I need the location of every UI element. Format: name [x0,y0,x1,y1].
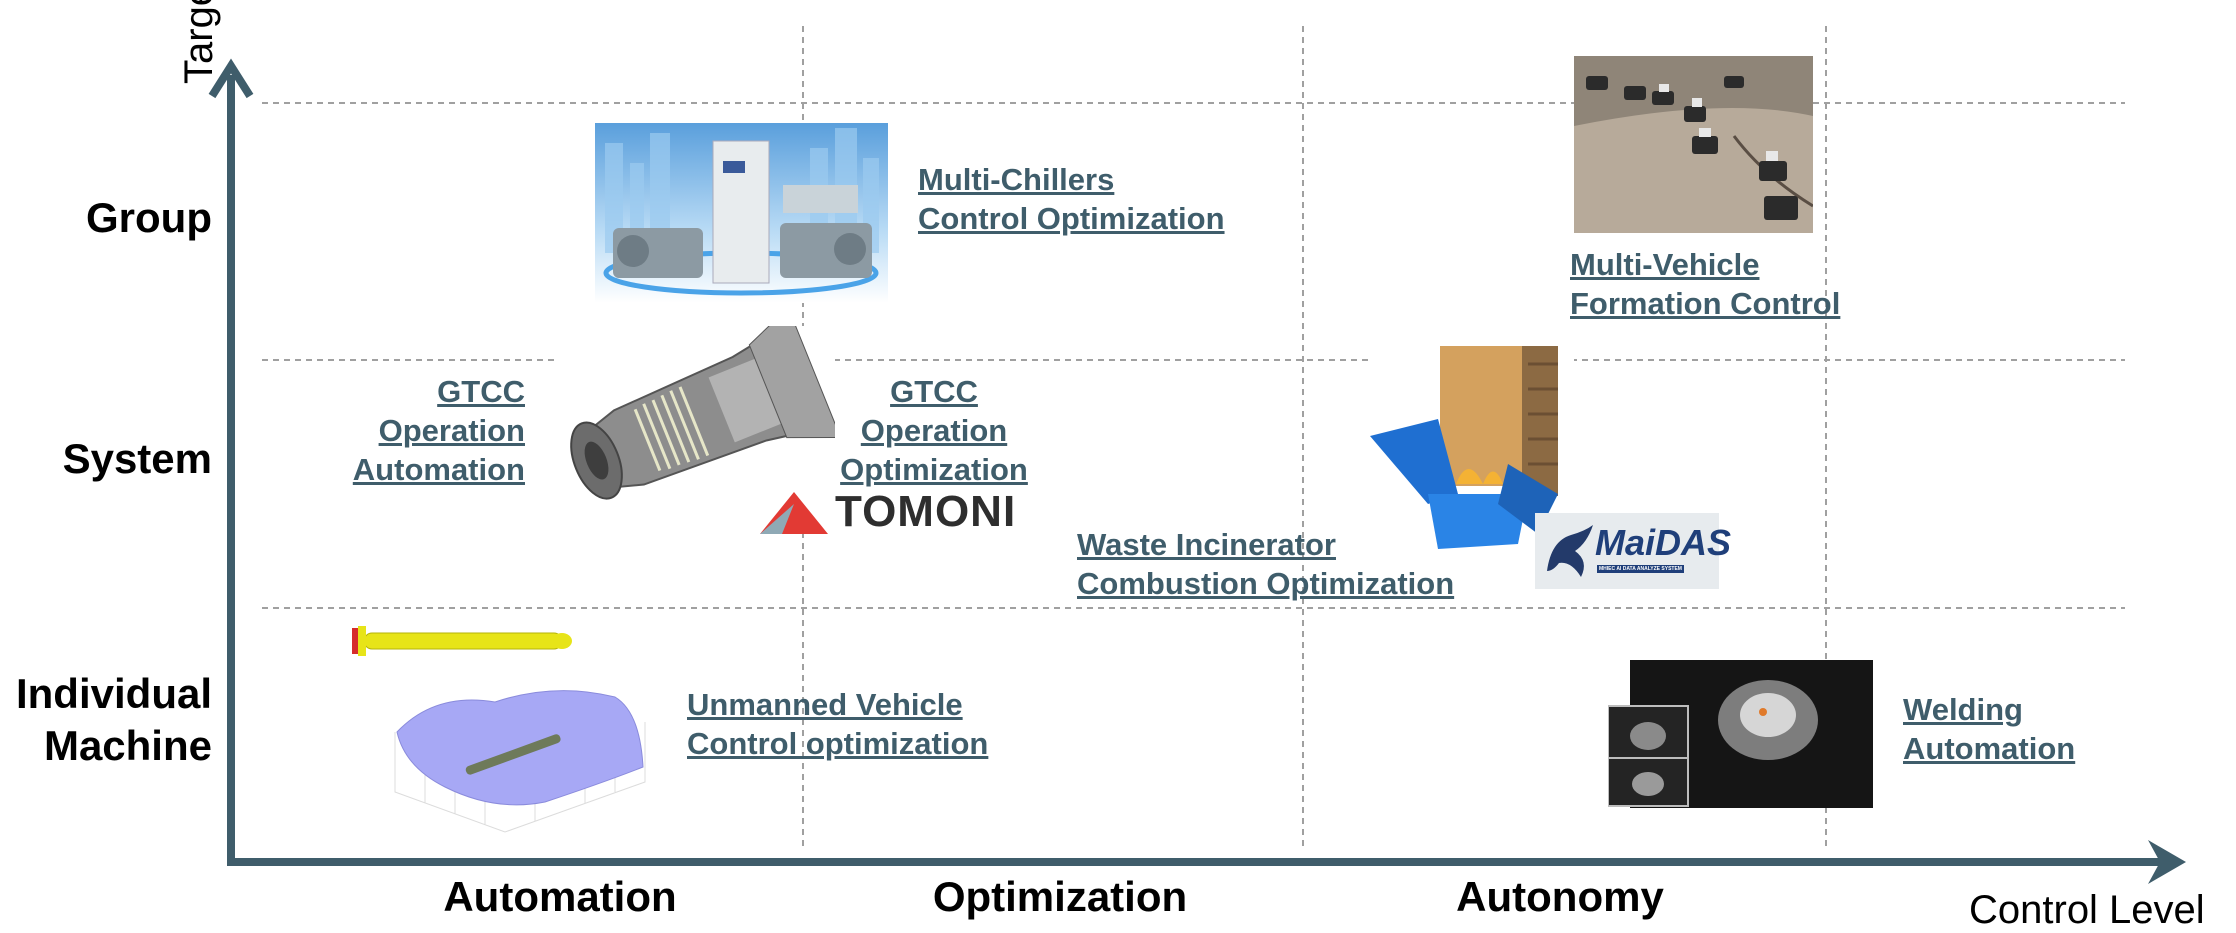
link-multi-chillers-control-optimization[interactable]: Multi-Chillers Control Optimization [918,160,1225,238]
row-label-group: Group [86,194,212,241]
chillers-image [595,123,888,303]
link-gtcc-operation-optimization[interactable]: GTCC Operation Optimization [828,372,1040,489]
link-line: Automation [1903,731,2076,766]
multi-vehicle-image [1574,56,1813,233]
x-axis-arrowhead [2148,840,2186,884]
welding-image [1608,660,1873,808]
link-line: Operation [378,413,525,448]
link-multi-vehicle-formation-control[interactable]: Multi-Vehicle Formation Control [1570,245,1840,323]
column-label-optimization: Optimization [932,873,1188,920]
link-line: Waste Incinerator [1077,527,1336,562]
link-welding-automation[interactable]: Welding Automation [1903,690,2075,768]
column-label-automation: Automation [443,873,677,920]
tomoni-logo: TOMONI [760,487,1020,536]
link-line: Control Optimization [918,201,1225,236]
link-line: Unmanned Vehicle [687,687,963,722]
link-line: Optimization [840,452,1028,487]
column-label-autonomy: Autonomy [1456,873,1664,920]
maidas-logo: MaiDAS MHIEC AI DATA ANALYZE SYSTEM [1535,513,1731,589]
maidas-logo-text: MaiDAS [1595,522,1732,563]
link-line: GTCC [437,374,525,409]
row-label-individual-machine: Individual Machine [15,670,212,769]
link-line: Control optimization [687,726,989,761]
link-line: Welding [1903,692,2023,727]
link-line: Multi-Vehicle [1570,247,1760,282]
link-waste-incinerator-combustion-optimization[interactable]: Waste Incinerator Combustion Optimizatio… [1077,525,1454,603]
link-line: Operation [860,413,1008,448]
y-axis-title: Target [177,0,221,84]
link-unmanned-vehicle-control-optimization[interactable]: Unmanned Vehicle Control optimization [687,685,988,763]
y-axis-arrowhead [208,58,254,99]
x-axis-title: Control Level [1969,888,2205,932]
torpedo-image [350,624,575,658]
terrain-plot-image [385,672,655,838]
link-line: Automation [352,452,525,487]
row-label-system: System [62,435,212,482]
link-gtcc-operation-automation[interactable]: GTCC Operation Automation [332,372,525,489]
link-line: GTCC [890,374,978,409]
link-line: Multi-Chillers [918,162,1115,197]
maidas-logo-subtitle: MHIEC AI DATA ANALYZE SYSTEM [1597,565,1684,573]
link-line: Combustion Optimization [1077,566,1455,601]
tomoni-logo-text: TOMONI [835,487,1017,536]
link-line: Formation Control [1570,286,1841,321]
gas-turbine-image [555,326,835,522]
